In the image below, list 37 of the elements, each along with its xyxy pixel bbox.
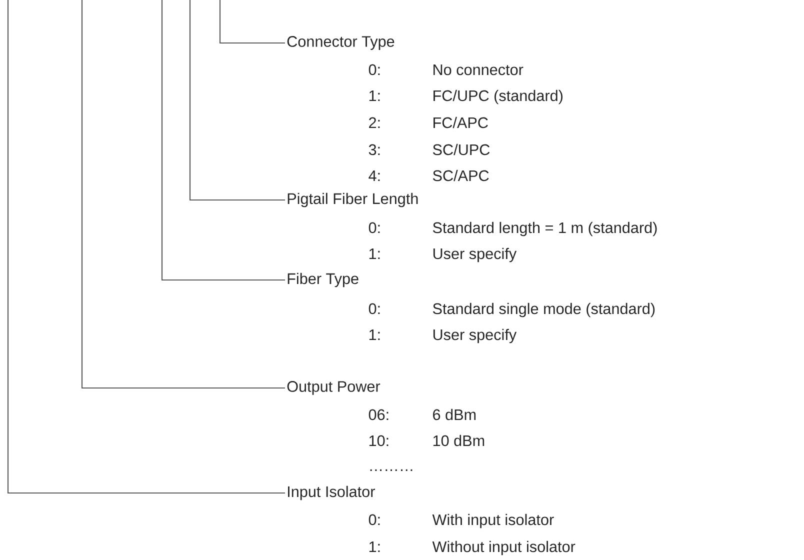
option-code: 0: [368, 222, 380, 234]
bracket-line [219, 0, 285, 44]
option-description: User specify [433, 328, 517, 344]
option-code: 0: [368, 514, 380, 526]
heading: Output Power [287, 381, 380, 395]
ellipsis: ……… [370, 469, 412, 471]
option-description: SC/APC [432, 170, 489, 182]
option-description: With input isolator [432, 514, 554, 528]
option-code: 1: [369, 248, 380, 259]
option-code: 3: [368, 144, 380, 156]
option-description: 6 dBm [433, 408, 476, 420]
bracket-line [7, 0, 285, 494]
heading: Fiber Type [288, 272, 358, 288]
bracket-line [161, 0, 285, 281]
option-code: 10: [369, 435, 388, 446]
option-description: 10 dBm [433, 434, 484, 446]
heading: Pigtail Fiber Length [288, 192, 418, 208]
option-description: FC/APC [434, 116, 488, 128]
option-code: 0: [368, 64, 380, 76]
option-description: Standard single mode (standard) [432, 302, 655, 318]
option-code: 0: [368, 303, 380, 314]
option-code: 1: [369, 90, 380, 101]
option-description: User specify [433, 248, 517, 262]
option-code: 4: [368, 170, 380, 181]
option-code: 1: [369, 329, 380, 340]
option-description: No connector [434, 64, 524, 76]
heading: Input Isolator [288, 486, 375, 500]
option-description: Without input isolator [432, 540, 576, 556]
option-description: SC/UPC [432, 144, 490, 156]
option-code: 2: [369, 117, 380, 128]
option-description: FC/UPC (standard) [434, 90, 563, 104]
heading: Connector Type [287, 36, 394, 50]
option-description: Standard length = 1 m (standard) [432, 222, 657, 236]
bracket-line [189, 0, 285, 201]
bracket-line [81, 0, 285, 389]
option-code: 1: [369, 541, 380, 552]
option-code: 06: [368, 409, 388, 420]
